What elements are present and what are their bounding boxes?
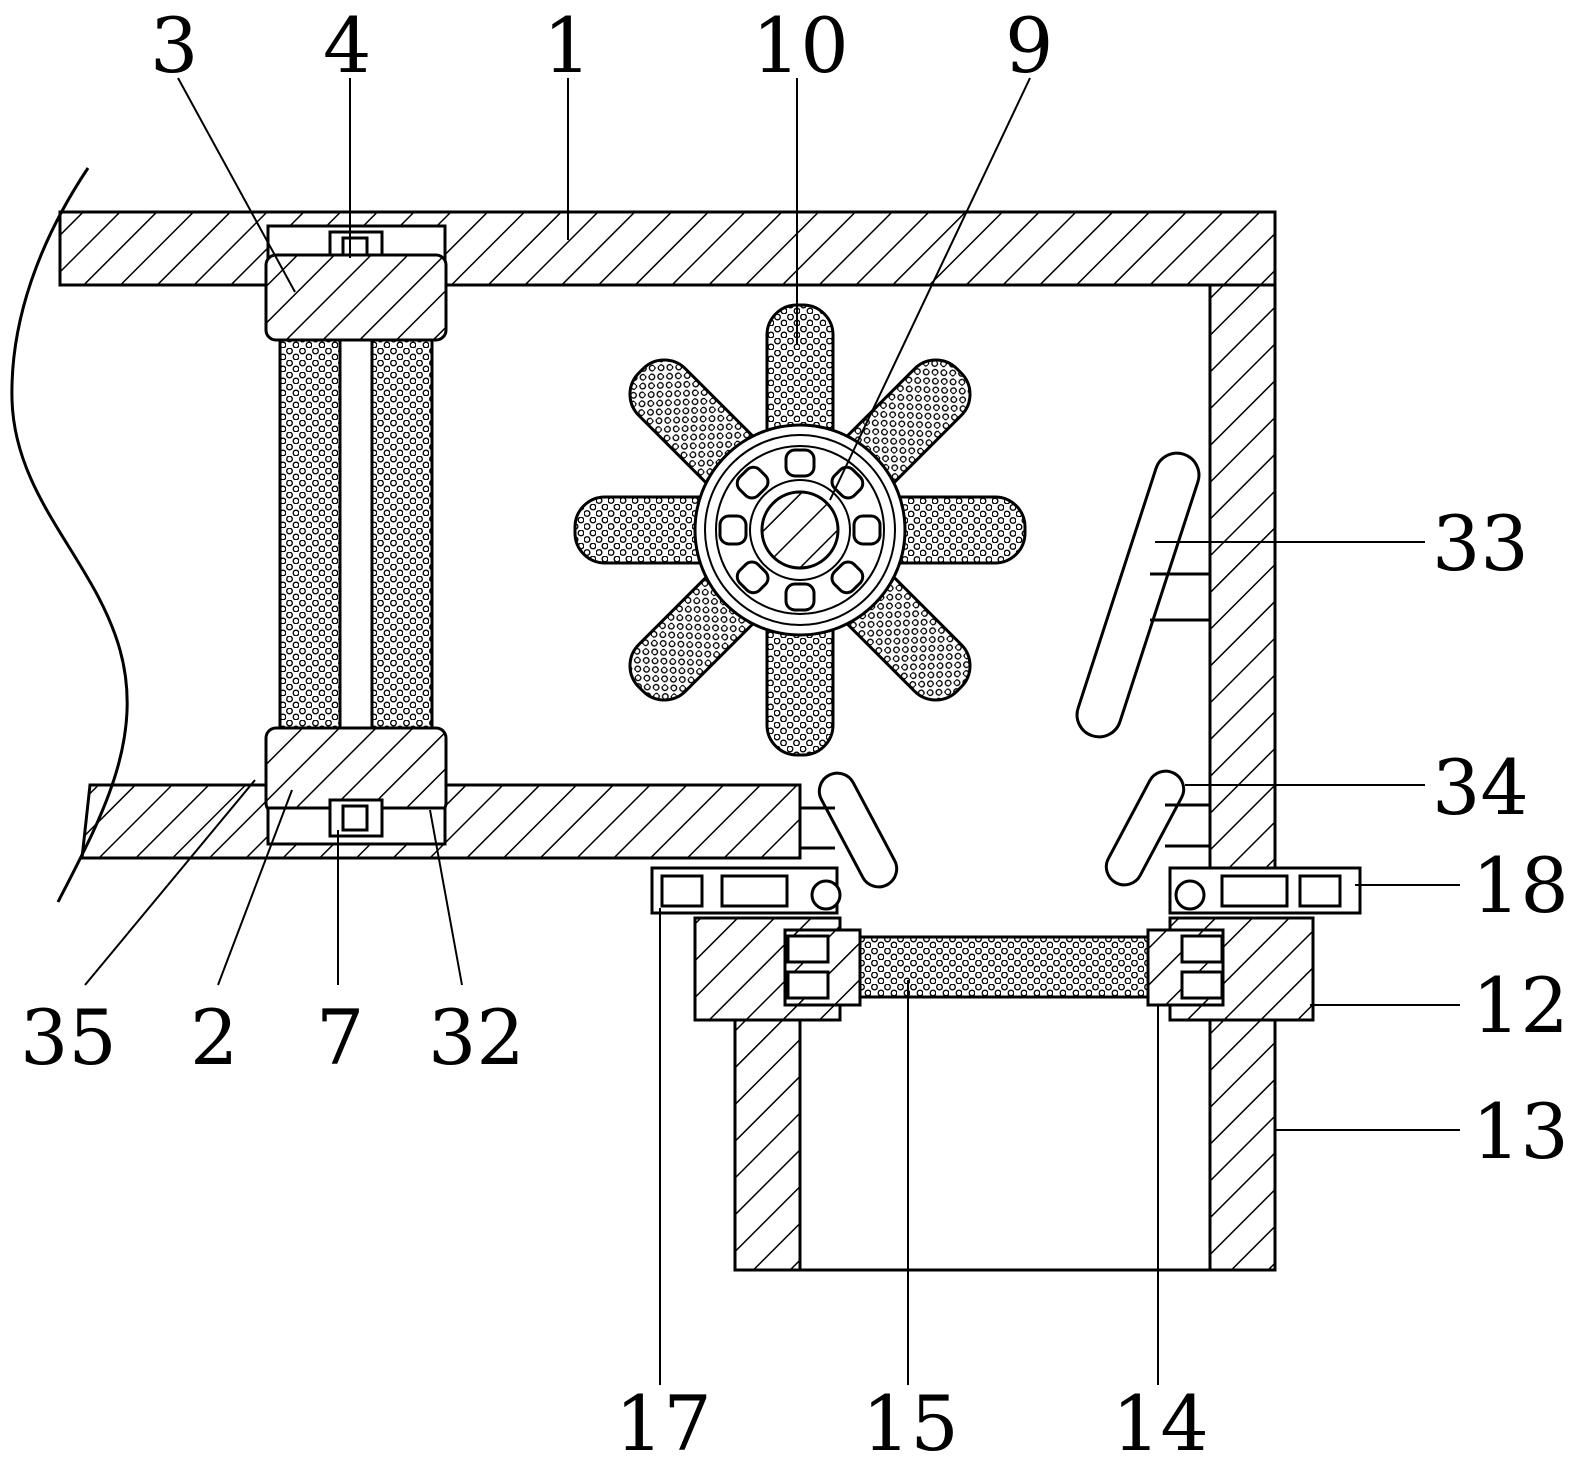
- label-17: 17: [615, 1379, 712, 1462]
- impeller: [573, 303, 1027, 757]
- deflectors: [800, 451, 1210, 889]
- label-33: 33: [1432, 499, 1529, 588]
- label-4: 4: [323, 1, 371, 90]
- label-10: 10: [752, 1, 849, 90]
- label-9: 9: [1005, 1, 1053, 90]
- bearing-balls: [718, 448, 882, 612]
- reference-labels: 3 4 1 10 9 33 34 18 12 13 35 2 7 32 17 1…: [20, 1, 1569, 1462]
- label-3: 3: [150, 1, 198, 90]
- label-34: 34: [1432, 743, 1529, 832]
- label-2: 2: [190, 993, 238, 1082]
- left-roller-assembly: [264, 224, 448, 846]
- label-15: 15: [862, 1379, 959, 1462]
- label-35: 35: [20, 993, 117, 1082]
- break-line: [10, 167, 129, 903]
- label-13: 13: [1472, 1087, 1569, 1176]
- label-7: 7: [316, 993, 364, 1082]
- label-18: 18: [1472, 841, 1569, 930]
- label-14: 14: [1112, 1379, 1209, 1462]
- outlet-assembly: [650, 866, 1362, 1272]
- leader-lines: [84, 77, 1460, 1385]
- label-12: 12: [1472, 961, 1569, 1050]
- label-1: 1: [543, 1, 591, 90]
- label-32: 32: [428, 993, 525, 1082]
